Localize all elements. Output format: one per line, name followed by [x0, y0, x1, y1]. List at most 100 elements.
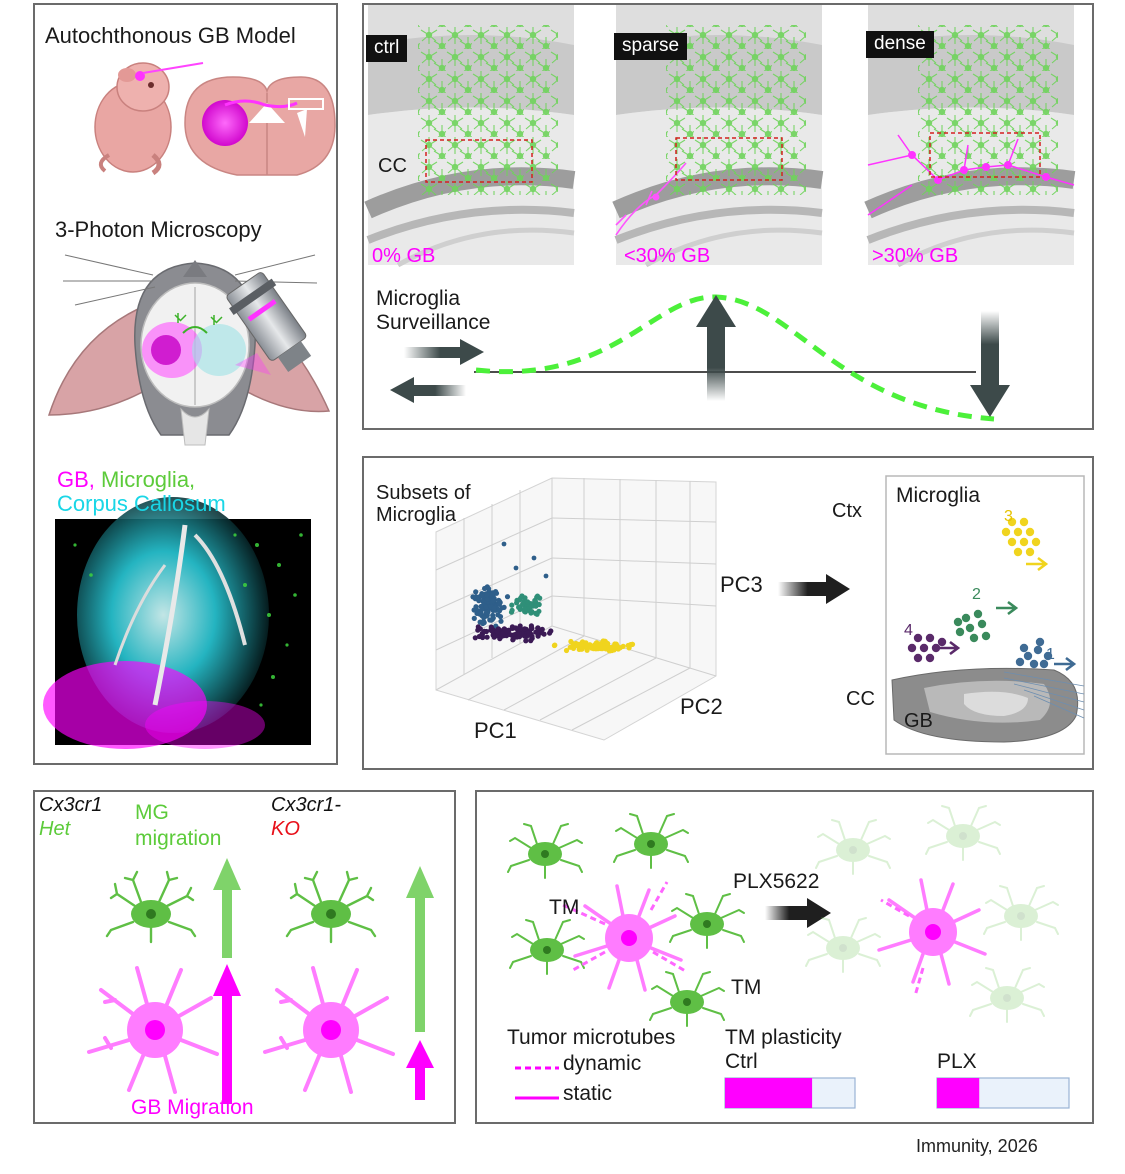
left-panel: Autochthonous GB Model 3-Photon Microsco… [33, 3, 338, 765]
scatter-point [578, 646, 584, 652]
slice-ctrl [368, 5, 574, 265]
left-panel-art [43, 62, 336, 749]
scatter-point [510, 637, 516, 643]
het-label: Het [39, 818, 71, 840]
scatter-point [472, 635, 478, 641]
het-gene-label: Cx3cr1 [39, 794, 103, 816]
tm-label-1: TM [549, 896, 580, 919]
scatter-point [533, 610, 539, 616]
surveillance-label-line1: Microglia [376, 287, 461, 310]
plx-label: PLX [937, 1050, 977, 1073]
subsets-box-title: Microglia [896, 484, 981, 507]
subset-dot [1013, 547, 1023, 557]
subset-arrow-icon [1054, 656, 1077, 672]
scatter-point [522, 606, 528, 612]
microglia-cell-icon [669, 893, 745, 949]
mouse-pup-icon [94, 62, 204, 176]
gb-migration-arrow-ko [406, 1040, 434, 1100]
scatter-point [497, 614, 504, 620]
badge-sparse: sparse [614, 33, 688, 60]
scatter-point [528, 638, 534, 644]
pca-panel: Subsets of Microglia PC1 PC2 PC3 Microgl… [362, 456, 1094, 770]
scatter-point [509, 607, 515, 613]
scatter-point [478, 610, 484, 617]
gb-label-pca: GB [904, 710, 933, 732]
scatter-point [484, 592, 490, 598]
mouse-head-icon [47, 254, 331, 446]
scatter-point [473, 594, 479, 600]
subset-label-2: 2 [972, 586, 981, 603]
scatter-point [509, 602, 515, 608]
scatter-point [498, 618, 504, 624]
legend-gb: GB, [57, 467, 95, 492]
mg-migration-label: MG migration [135, 800, 221, 852]
scatter-point [497, 599, 503, 606]
microscopy-title: 3-Photon Microscopy [55, 217, 262, 242]
subset-dot [1019, 537, 1029, 547]
mg-migration-line2: migration [135, 827, 222, 850]
scatter-point [607, 647, 613, 653]
dynamic-microtubes [560, 881, 688, 974]
scatter-point [475, 627, 481, 633]
subset-dot [907, 643, 917, 653]
scatter-point [513, 625, 519, 631]
scatter-point [501, 604, 507, 610]
subset-dot [1023, 651, 1033, 661]
subset-dot [913, 633, 923, 643]
arrow-left-icon [390, 377, 466, 403]
scatter-point [538, 628, 544, 634]
ctrl-label: Ctrl [725, 1050, 758, 1073]
scatter-point [501, 541, 507, 547]
pca-art [435, 475, 1085, 755]
badge-dense: dense [866, 31, 934, 58]
surveillance-label-line2: Surveillance [376, 311, 491, 334]
subset-dot [1025, 527, 1035, 537]
plasticity-bar-ctrl [724, 1077, 856, 1109]
faded-microglia-icon [969, 967, 1045, 1023]
scatter-point [495, 626, 501, 632]
scatter-point [486, 586, 492, 592]
pca-scatter [470, 541, 636, 654]
faded-microglia-icon [925, 805, 1001, 861]
pc3-label: PC3 [720, 572, 763, 597]
scatter-point [570, 645, 577, 651]
badge-ctrl: ctrl [366, 35, 408, 62]
subset-dot [1019, 517, 1029, 527]
scatter-point [482, 585, 488, 592]
scatter-point [480, 598, 486, 604]
legend-static: static [563, 1082, 613, 1105]
subset-dot [1035, 637, 1045, 647]
subset-dot [953, 617, 963, 627]
legend-microglia: Microglia, [101, 467, 196, 492]
mg-migration-arrow-het [213, 858, 241, 958]
cc-label: CC [378, 155, 407, 177]
pct-ctrl: 0% GB [372, 245, 436, 267]
scatter-point [489, 628, 495, 634]
legend-dynamic: dynamic [563, 1052, 642, 1075]
scatter-point [529, 625, 535, 632]
scatter-point [484, 634, 490, 640]
scatter-point [481, 620, 487, 626]
subset-arrow-icon [938, 640, 961, 656]
pca-title-line2: Microglia [376, 504, 457, 526]
scatter-point [520, 601, 526, 607]
scatter-point [478, 593, 485, 599]
scatter-point [483, 604, 489, 610]
scatter-point [537, 595, 543, 601]
scatter-point [504, 594, 511, 600]
scatter-point [563, 647, 570, 654]
scatter-point [522, 626, 528, 632]
faded-microglia-icon [983, 885, 1059, 941]
scatter-point [490, 615, 496, 621]
subset-dot [1025, 547, 1035, 557]
subset-dot [913, 653, 923, 663]
tumor-cell-icon [87, 966, 219, 1094]
scatter-point [605, 640, 611, 647]
legend-cc: Corpus Callosum [57, 491, 226, 516]
cx3cr1-panel: Cx3cr1 Het MG migration Cx3cr1- KO GB Mi… [33, 790, 456, 1124]
plx-panel: PLX5622 TM TM Tumor microtubes dynamic s… [475, 790, 1094, 1124]
scatter-point [629, 641, 636, 647]
subset-dot [1029, 659, 1039, 669]
subset-dot [1033, 645, 1043, 655]
scatter-point [481, 614, 487, 621]
